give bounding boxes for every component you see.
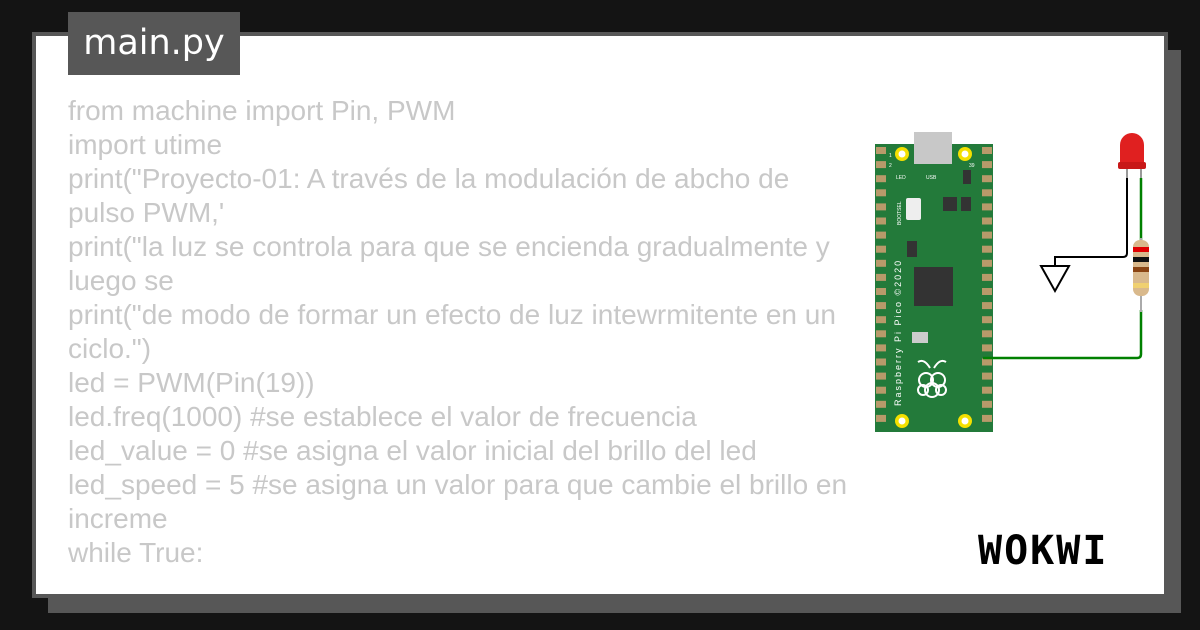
- ground-symbol-icon: [1039, 265, 1071, 294]
- header-pin[interactable]: [876, 203, 886, 211]
- header-pin[interactable]: [876, 259, 886, 267]
- header-pin[interactable]: [982, 330, 992, 338]
- header-pin[interactable]: [876, 217, 886, 225]
- code-preview: from machine import Pin, PWM import utim…: [68, 94, 858, 570]
- raspberry-pi-pico[interactable]: LED USB 1 2 39 BOOTSEL Raspberry Pi Pico…: [875, 132, 993, 432]
- header-pin[interactable]: [876, 358, 886, 366]
- code-line: print("de modo de formar un efecto de lu…: [68, 299, 844, 364]
- code-line: led = PWM(Pin(19)): [68, 367, 315, 398]
- header-pin[interactable]: [982, 175, 992, 183]
- pin-label: 2: [889, 163, 892, 169]
- board-label: Raspberry Pi Pico ©2020: [893, 259, 903, 406]
- header-pin[interactable]: [876, 231, 886, 239]
- header-pin[interactable]: [876, 414, 886, 422]
- header-pin[interactable]: [982, 316, 992, 324]
- raspberry-logo-icon: [917, 359, 947, 398]
- header-pin[interactable]: [876, 400, 886, 408]
- header-pin[interactable]: [876, 245, 886, 253]
- header-pin[interactable]: [982, 203, 992, 211]
- header-pin[interactable]: [982, 217, 992, 225]
- code-line: led_speed = 5 #se asigna un valor para q…: [68, 469, 855, 534]
- code-line: print("Proyecto-01: A través de la modul…: [68, 163, 798, 228]
- led-label: LED: [896, 175, 906, 181]
- header-pin[interactable]: [982, 245, 992, 253]
- header-pin[interactable]: [982, 147, 992, 154]
- header-pin[interactable]: [876, 316, 886, 324]
- header-pin[interactable]: [982, 161, 992, 169]
- header-pin[interactable]: [982, 288, 992, 295]
- header-pin[interactable]: [876, 273, 886, 281]
- header-pin[interactable]: [876, 330, 886, 338]
- header-pin[interactable]: [876, 302, 886, 310]
- header-pin[interactable]: [982, 231, 992, 239]
- header-pin[interactable]: [982, 358, 992, 366]
- header-pin[interactable]: [876, 344, 886, 352]
- pin-label: 1: [889, 153, 892, 159]
- wokwi-logo: WOKWI: [978, 528, 1109, 574]
- code-line: while True:: [68, 537, 204, 568]
- header-pin[interactable]: [982, 344, 992, 352]
- led-component[interactable]: [1118, 133, 1146, 178]
- header-pin[interactable]: [982, 302, 992, 310]
- header-pin[interactable]: [876, 386, 886, 394]
- header-pin[interactable]: [876, 147, 886, 154]
- wire-gnd: [1054, 178, 1128, 290]
- code-line: print("la luz se controla para que se en…: [68, 231, 838, 296]
- header-pin[interactable]: [982, 400, 992, 408]
- wire-signal: [983, 178, 1143, 360]
- header-pin[interactable]: [982, 273, 992, 281]
- header-pin[interactable]: [876, 175, 886, 183]
- header-pin[interactable]: [876, 189, 886, 197]
- code-line: import utime: [68, 129, 223, 160]
- code-line: led_value = 0 #se asigna el valor inicia…: [68, 435, 757, 466]
- code-line: from machine import Pin, PWM: [68, 95, 456, 126]
- file-tab[interactable]: main.py: [68, 12, 240, 75]
- bootsel-button[interactable]: [906, 198, 921, 220]
- header-pin[interactable]: [876, 288, 886, 295]
- bootsel-label: BOOTSEL: [897, 201, 903, 225]
- pin-label: 39: [969, 163, 975, 169]
- header-pin[interactable]: [982, 386, 992, 394]
- usb-connector: [914, 132, 952, 164]
- header-pin[interactable]: [982, 189, 992, 197]
- header-pin[interactable]: [982, 259, 992, 267]
- resistor-component[interactable]: [1133, 238, 1149, 312]
- header-pin[interactable]: [876, 161, 886, 169]
- code-line: led.freq(1000) #se establece el valor de…: [68, 401, 697, 432]
- header-pin[interactable]: [982, 414, 992, 422]
- header-pin[interactable]: [876, 372, 886, 380]
- usb-label: USB: [926, 175, 937, 181]
- rp2040-chip: [914, 267, 953, 306]
- header-pin[interactable]: [982, 372, 992, 380]
